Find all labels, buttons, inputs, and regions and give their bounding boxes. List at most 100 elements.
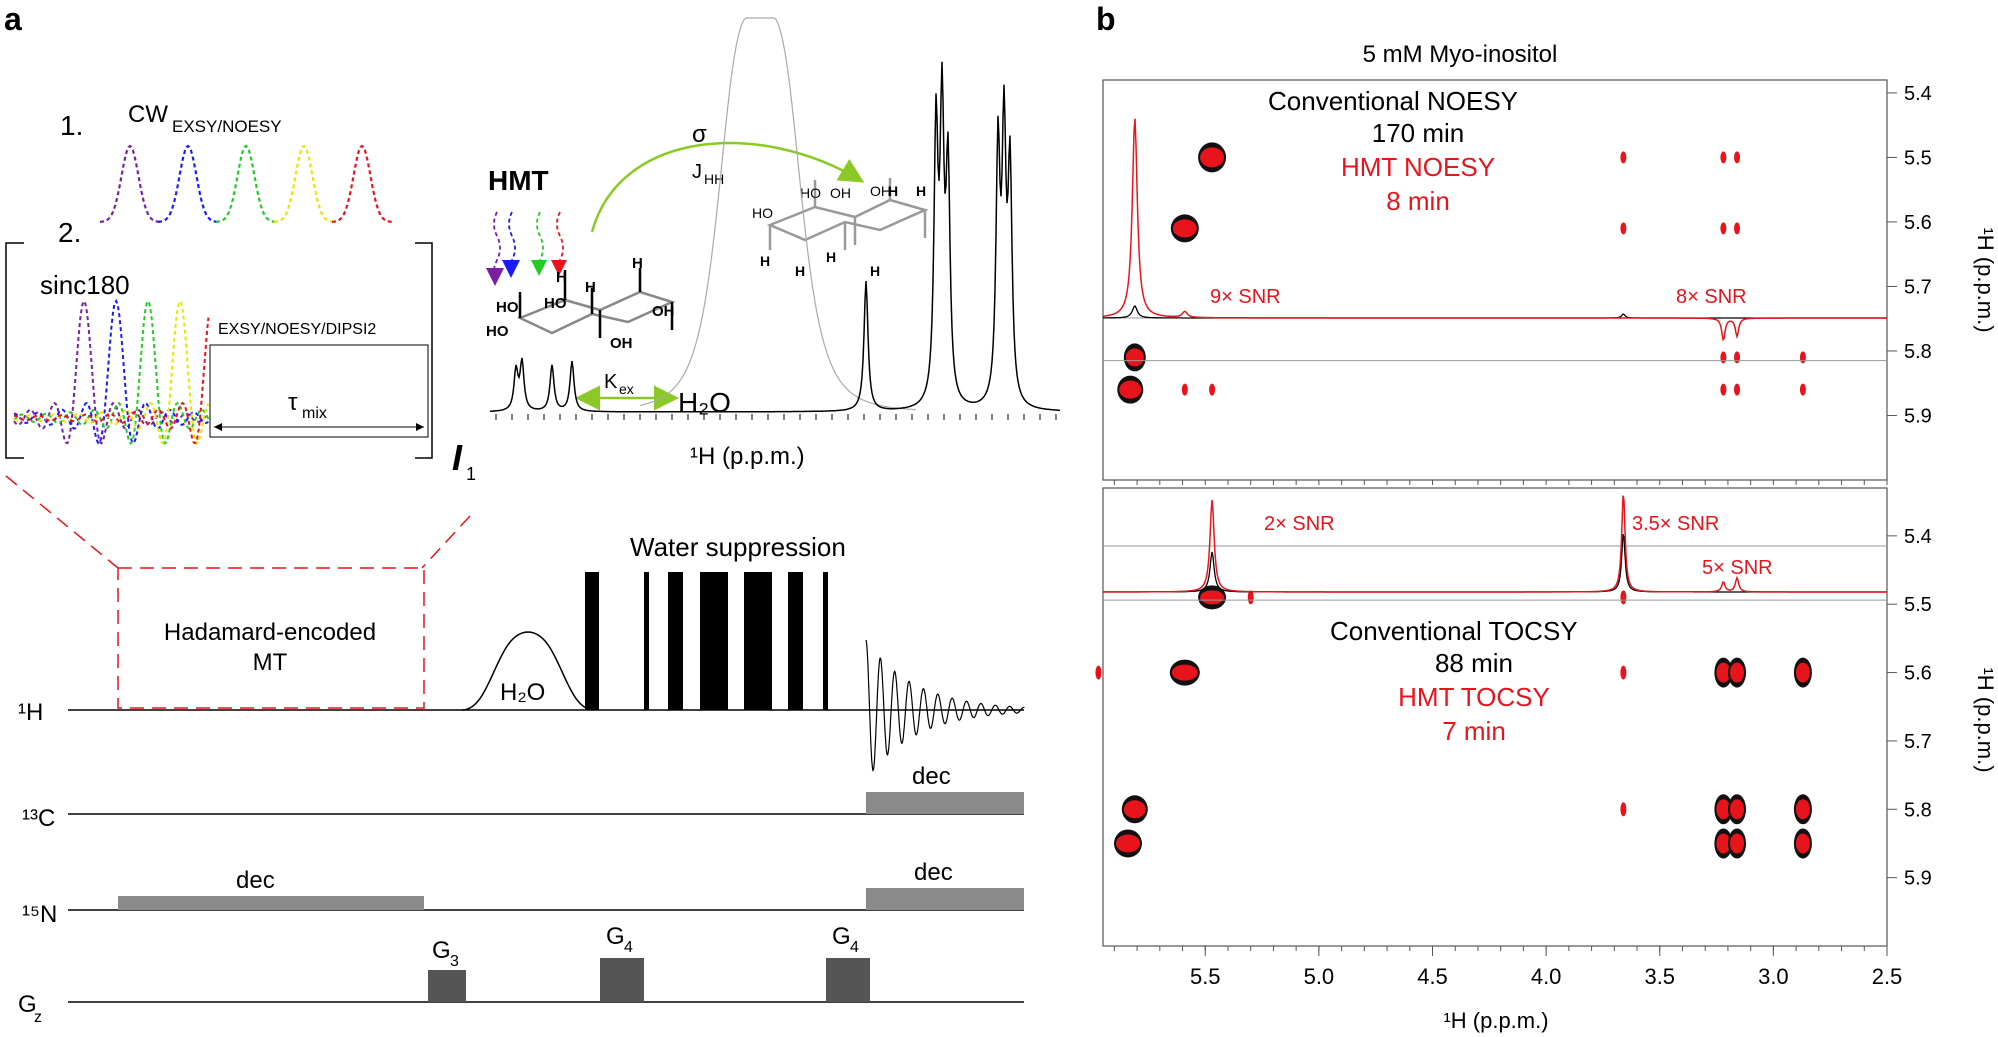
hmt-peak	[1720, 351, 1727, 364]
cw-pulse	[157, 144, 219, 223]
transfer-arrow	[590, 141, 865, 233]
g3-gradient	[428, 970, 466, 1002]
svg-text:OH: OH	[652, 303, 675, 320]
svg-text:H: H	[826, 249, 836, 265]
tocsy-y-axis-label: ¹H (p.p.m.)	[1973, 667, 1998, 772]
tau-symbol: τ	[288, 389, 298, 416]
hmt-peak	[1799, 383, 1806, 396]
h-channel-label: ¹H	[18, 699, 43, 726]
water-suppression-pulses	[585, 572, 828, 710]
item2-number: 2.	[58, 217, 81, 248]
kex-label: K	[604, 371, 618, 393]
y-tick-label: 5.7	[1904, 731, 1932, 753]
spectrum-trace	[490, 61, 1061, 413]
item1-subscript: EXSY/NOESY	[172, 117, 282, 136]
y-tick-label: 5.9	[1904, 405, 1932, 427]
n-decoupling-1	[118, 896, 424, 910]
proton-spectrum	[490, 17, 1061, 420]
hmt-peak	[1620, 222, 1627, 235]
tocsy-crosspeaks	[1095, 585, 1887, 859]
hmt-peak	[1716, 662, 1731, 683]
sinc-pulse	[13, 299, 209, 445]
x-tick-label: 5.0	[1304, 964, 1335, 989]
hmt-peak	[1123, 800, 1146, 819]
tocsy-conventional-label: Conventional TOCSY	[1330, 616, 1578, 646]
noesy-y-axis-label: ¹H (p.p.m.)	[1973, 227, 1998, 332]
water-envelope	[639, 17, 917, 411]
tocsy-snr-b: 3.5× SNR	[1632, 513, 1719, 535]
h2o-selective-pulse	[461, 631, 595, 711]
hmt-peak	[1795, 662, 1810, 683]
noesy-1d-projection	[1102, 118, 1887, 342]
cw-pulse	[99, 144, 161, 223]
tocsy-snr-c: 5× SNR	[1702, 557, 1773, 579]
cw-pulse-train	[99, 144, 393, 223]
hmt-peak	[1209, 383, 1216, 396]
sigma-label: σ	[692, 121, 707, 148]
y-tick-label: 5.7	[1904, 276, 1932, 298]
y-tick-label: 5.8	[1904, 341, 1932, 363]
hmt-peak	[1115, 834, 1140, 853]
x-tick-label: 4.5	[1417, 964, 1448, 989]
hmt-peak	[1125, 348, 1144, 367]
y-tick-label: 5.5	[1904, 147, 1932, 169]
svg-text:H: H	[585, 279, 596, 296]
hmt-peak	[1119, 380, 1142, 399]
tocsy-hmt-label: HMT TOCSY	[1398, 682, 1550, 712]
h2o-pulse-label: H₂O	[500, 679, 545, 706]
hmt-label: HMT	[488, 165, 549, 196]
hmt-peak	[1720, 222, 1727, 235]
mixing-block	[209, 344, 429, 438]
sinc-pulse	[13, 299, 210, 446]
tocsy-conventional-time: 88 min	[1435, 648, 1513, 678]
g4a-gradient	[600, 958, 644, 1002]
y-tick-label: 5.6	[1904, 663, 1932, 685]
y-tick-label: 5.9	[1904, 868, 1932, 890]
svg-text:H: H	[916, 183, 926, 199]
n-dec1-label: dec	[236, 867, 275, 894]
noesy-frame	[1102, 79, 1888, 481]
svg-text:HO: HO	[544, 295, 567, 312]
hmt-peak	[1181, 383, 1188, 396]
hmt-peak	[1716, 799, 1731, 820]
fid-trace	[865, 639, 1025, 772]
svg-text:HO: HO	[800, 185, 821, 201]
tocsy-hmt-time: 7 min	[1442, 716, 1506, 746]
hmt-peak	[1171, 664, 1198, 681]
g4b-gradient	[826, 958, 870, 1002]
g4b-subscript: 4	[850, 939, 859, 956]
gz-channel-subscript: z	[34, 1009, 42, 1026]
sinc-pulse-train	[13, 298, 210, 446]
noesy-hmt-label: HMT NOESY	[1341, 152, 1495, 182]
svg-text:HO: HO	[496, 299, 519, 316]
tocsy-snr-a: 2× SNR	[1264, 513, 1335, 535]
hmt-peak	[1730, 662, 1745, 683]
hmt-peak	[1172, 219, 1197, 238]
y-tick-label: 5.4	[1904, 83, 1932, 105]
svg-text:H: H	[556, 269, 567, 286]
n-decoupling-2	[866, 888, 1024, 910]
noesy-snr-right: 8× SNR	[1676, 286, 1747, 308]
hmt-peak	[1730, 833, 1745, 854]
svg-text:H: H	[870, 263, 880, 279]
panel-a-label: a	[4, 1, 22, 37]
cw-pulse	[215, 144, 277, 223]
hmt-peak	[1095, 665, 1102, 680]
svg-text:OH: OH	[830, 185, 851, 201]
c-channel-label: ¹³C	[22, 805, 55, 832]
inositol-molecule-left	[516, 268, 676, 338]
zoom-lines	[5, 475, 471, 709]
noesy-conventional-time: 170 min	[1372, 118, 1465, 148]
i1-subscript: 1	[466, 464, 476, 484]
hmt-peak	[1200, 147, 1225, 168]
svg-text:OH: OH	[870, 183, 891, 199]
tocsy-y-ticks: 5.45.55.65.75.85.9	[1887, 526, 1932, 890]
sinc-pulse	[13, 317, 210, 445]
g4a-subscript: 4	[624, 939, 633, 956]
hmt-peak	[1730, 799, 1745, 820]
item2-title: sinc180	[40, 270, 130, 300]
h2o-spectrum-label: H₂O	[678, 387, 731, 418]
hmt-peak	[1734, 383, 1741, 396]
svg-text:OH: OH	[610, 335, 633, 352]
